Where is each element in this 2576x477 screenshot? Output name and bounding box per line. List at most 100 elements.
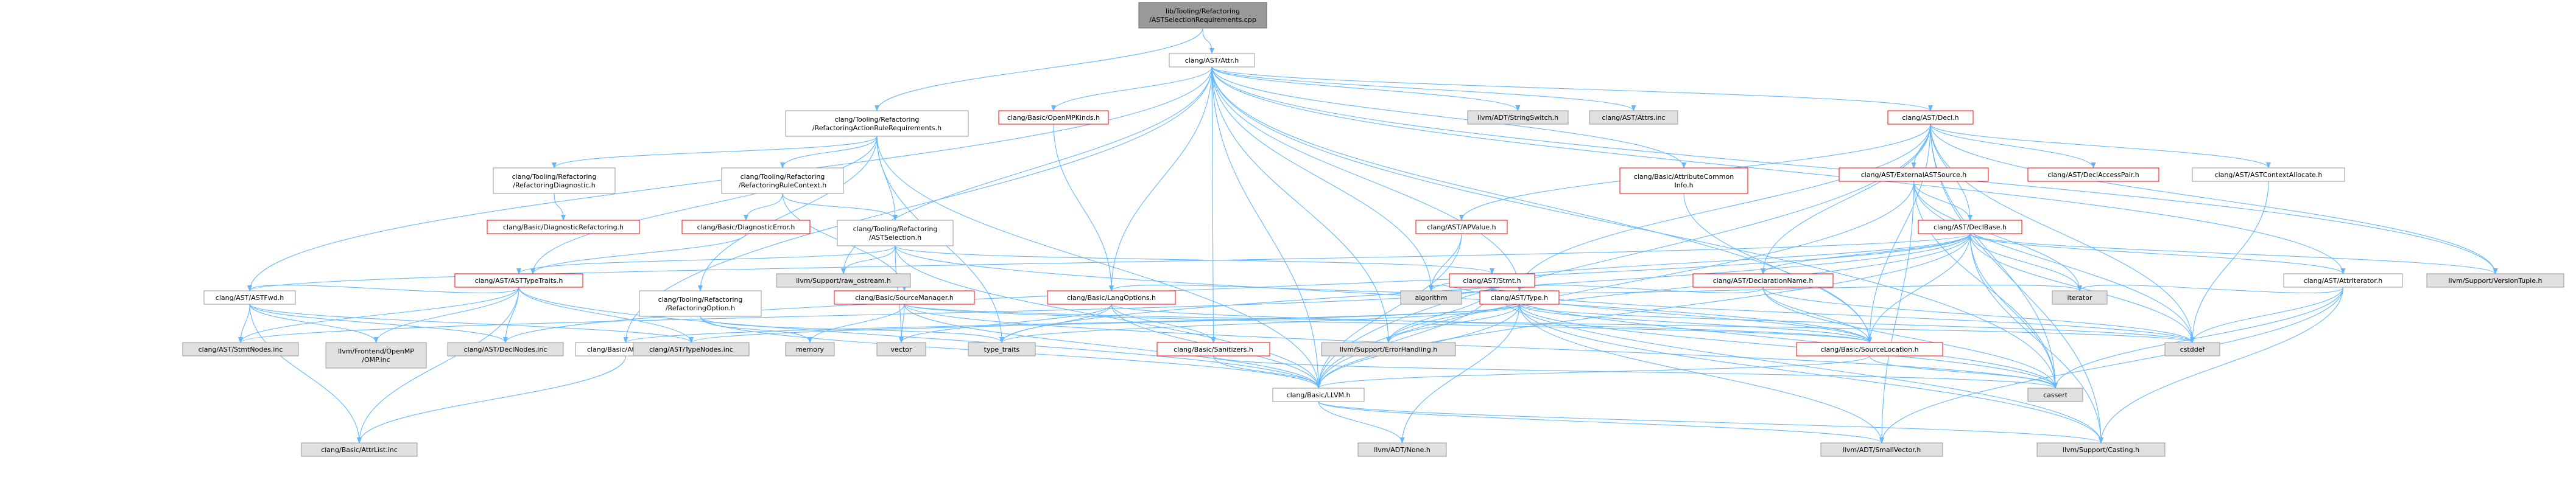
node-openmpkinds[interactable]: clang/Basic/OpenMPKinds.h [998, 110, 1109, 125]
edge-refdiag-to-basicdiagref [554, 193, 566, 221]
node-frontendomp[interactable]: llvm/Frontend/OpenMP/OMP.inc [325, 342, 427, 369]
node-box-attr [1169, 53, 1255, 68]
node-declbase[interactable]: clang/AST/DeclBase.h [1918, 220, 2022, 234]
node-root: lib/Tooling/Refactoring/ASTSelectionRequ… [1138, 2, 1267, 29]
node-label-stmtnodes-0: clang/AST/StmtNodes.inc [199, 346, 283, 353]
node-vector[interactable]: vector [876, 342, 926, 357]
node-label-vector-0: vector [891, 346, 912, 353]
node-cassert[interactable]: cassert [2027, 388, 2083, 402]
node-stmtnodes[interactable]: clang/AST/StmtNodes.inc [182, 342, 299, 357]
node-sourcelocation[interactable]: clang/Basic/SourceLocation.h [1796, 342, 1943, 357]
node-box-openmpkinds [998, 110, 1109, 125]
node-label-rarr-1: /RefactoringActionRuleRequirements.h [812, 124, 941, 132]
edge-declbase-to-attriter [1969, 233, 2346, 274]
node-smallvector[interactable]: llvm/ADT/SmallVector.h [1820, 442, 1943, 457]
node-apvalue[interactable]: clang/AST/APValue.h [1415, 220, 1508, 234]
node-typetraits[interactable]: type_traits [968, 342, 1036, 357]
edge-asttypetraits-to-typenodes [518, 287, 694, 343]
node-errorhandling[interactable]: llvm/Support/ErrorHandling.h [1321, 342, 1456, 357]
node-stringswitch[interactable]: llvm/ADT/StringSwitch.h [1467, 110, 1569, 125]
node-cstddef[interactable]: cstddef [2164, 342, 2220, 357]
node-attrlistinc[interactable]: clang/Basic/AttrList.inc [301, 442, 418, 457]
edge-asttypetraits-to-attrlistinc [357, 287, 519, 444]
node-box-declaccesspair [2027, 167, 2159, 182]
edge-sourcemanager-to-memory [808, 304, 905, 343]
node-algorithm[interactable]: algorithm [1400, 290, 1462, 305]
edge-asttypetraits-to-stmtnodes [238, 287, 519, 343]
node-attr[interactable]: clang/AST/Attr.h [1169, 53, 1255, 68]
node-label-frontendomp-0: llvm/Frontend/OpenMP [338, 347, 414, 355]
node-type[interactable]: clang/AST/Type.h [1479, 290, 1560, 305]
edge-attr-to-attrcommon [1211, 66, 1686, 169]
node-box-llvmh [1272, 388, 1365, 402]
node-memory[interactable]: memory [785, 342, 835, 357]
node-decl[interactable]: clang/AST/Decl.h [1887, 110, 1974, 125]
node-llvmh[interactable]: clang/Basic/LLVM.h [1272, 388, 1365, 402]
edge-declbase-to-cstddef [1969, 233, 2195, 343]
node-sanitizers[interactable]: clang/Basic/Sanitizers.h [1156, 342, 1270, 357]
edge-declbase-to-casting [1969, 233, 2103, 444]
node-astfwd[interactable]: clang/AST/ASTFwd.h [203, 290, 296, 305]
edge-extastsource-to-cstddef [1913, 181, 2195, 343]
edge-sourcemanager-to-cassert [904, 304, 2058, 389]
node-rawostream[interactable]: llvm/Support/raw_ostream.h [776, 273, 911, 288]
node-asttypetraits[interactable]: clang/AST/ASTTypeTraits.h [454, 273, 583, 288]
node-box-frontendomp [325, 342, 427, 369]
edge-stmt-to-casting [1491, 287, 2103, 444]
edge-type-to-attrkinds [623, 304, 1520, 343]
edge-rarr-to-refrulectx [780, 136, 878, 169]
edge-attr-to-type [1211, 66, 1522, 291]
node-label-cassert-0: cassert [2043, 391, 2068, 399]
node-langoptions[interactable]: clang/Basic/LangOptions.h [1047, 290, 1176, 305]
node-refoption[interactable]: clang/Tooling/Refactoring/RefactoringOpt… [639, 290, 762, 317]
edge-attr-to-decl [1211, 66, 1933, 111]
node-basicdiagref[interactable]: clang/Basic/DiagnosticRefactoring.h [487, 220, 640, 234]
node-versiontuple[interactable]: llvm/Support/VersionTuple.h [2426, 273, 2564, 288]
edge-type-to-smallvector [1519, 304, 1884, 444]
node-casting[interactable]: llvm/Support/Casting.h [2036, 442, 2166, 457]
node-box-vector [876, 342, 926, 357]
node-declnodes[interactable]: clang/AST/DeclNodes.inc [447, 342, 564, 357]
edge-type-to-cstddef [1519, 304, 2195, 343]
node-label-openmpkinds-0: clang/Basic/OpenMPKinds.h [1007, 114, 1100, 122]
edge-declbase-to-cassert [1969, 233, 2058, 389]
node-refrulectx[interactable]: clang/Tooling/Refactoring/RefactoringRul… [721, 167, 844, 194]
edge-astfwd-to-stmtnodes [238, 304, 250, 343]
node-basicdiagerr[interactable]: clang/Basic/DiagnosticError.h [681, 220, 811, 234]
edge-llvmh-to-casting [1318, 401, 2103, 444]
node-sourcemanager[interactable]: clang/Basic/SourceManager.h [834, 290, 975, 305]
edge-stmt-to-cassert [1491, 287, 2058, 389]
node-label-memory-0: memory [796, 346, 824, 353]
node-declaccesspair[interactable]: clang/AST/DeclAccessPair.h [2027, 167, 2159, 182]
node-label-none-0: llvm/ADT/None.h [1374, 446, 1431, 454]
node-iterator[interactable]: iterator [2052, 290, 2108, 305]
node-attrsinc[interactable]: clang/AST/Attrs.inc [1589, 110, 1678, 125]
node-attriter[interactable]: clang/AST/AttrIterator.h [2283, 273, 2403, 288]
node-extastsource[interactable]: clang/AST/ExternalASTSource.h [1839, 167, 1989, 182]
node-label-refdiag-1: /RefactoringDiagnostic.h [513, 181, 595, 189]
node-box-cassert [2027, 388, 2083, 402]
node-declname[interactable]: clang/AST/DeclarationName.h [1692, 273, 1834, 288]
node-refdiag[interactable]: clang/Tooling/Refactoring/RefactoringDia… [493, 167, 616, 194]
node-typenodes[interactable]: clang/AST/TypeNodes.inc [633, 342, 750, 357]
node-label-attr-0: clang/AST/Attr.h [1185, 57, 1239, 64]
node-label-langoptions-0: clang/Basic/LangOptions.h [1067, 294, 1156, 302]
edge-type-to-casting [1519, 304, 2103, 444]
node-none[interactable]: llvm/ADT/None.h [1357, 442, 1447, 457]
node-box-smallvector [1820, 442, 1943, 457]
node-stmt[interactable]: clang/AST/Stmt.h [1449, 273, 1535, 288]
node-rarr[interactable]: clang/Tooling/Refactoring/RefactoringAct… [785, 110, 969, 137]
node-label-refrulectx-0: clang/Tooling/Refactoring [741, 173, 825, 181]
nodes-layer: lib/Tooling/Refactoring/ASTSelectionRequ… [182, 2, 2564, 457]
node-astctxalloc[interactable]: clang/AST/ASTContextAllocate.h [2192, 167, 2345, 182]
edge-astselection-to-rawostream [841, 245, 896, 274]
node-astselection[interactable]: clang/Tooling/Refactoring/ASTSelection.h [837, 220, 954, 246]
edge-declname-to-sourcelocation [1762, 287, 1872, 343]
edge-apvalue-to-algorithm [1429, 233, 1462, 291]
edge-declbase-to-errorhandling [1386, 233, 1971, 343]
edge-attriter-to-casting [2099, 287, 2344, 444]
node-label-refrulectx-1: /RefactoringRuleContext.h [739, 181, 826, 189]
node-label-smallvector-0: llvm/ADT/SmallVector.h [1843, 446, 1921, 454]
edge-attr-to-openmpkinds [1051, 66, 1212, 111]
